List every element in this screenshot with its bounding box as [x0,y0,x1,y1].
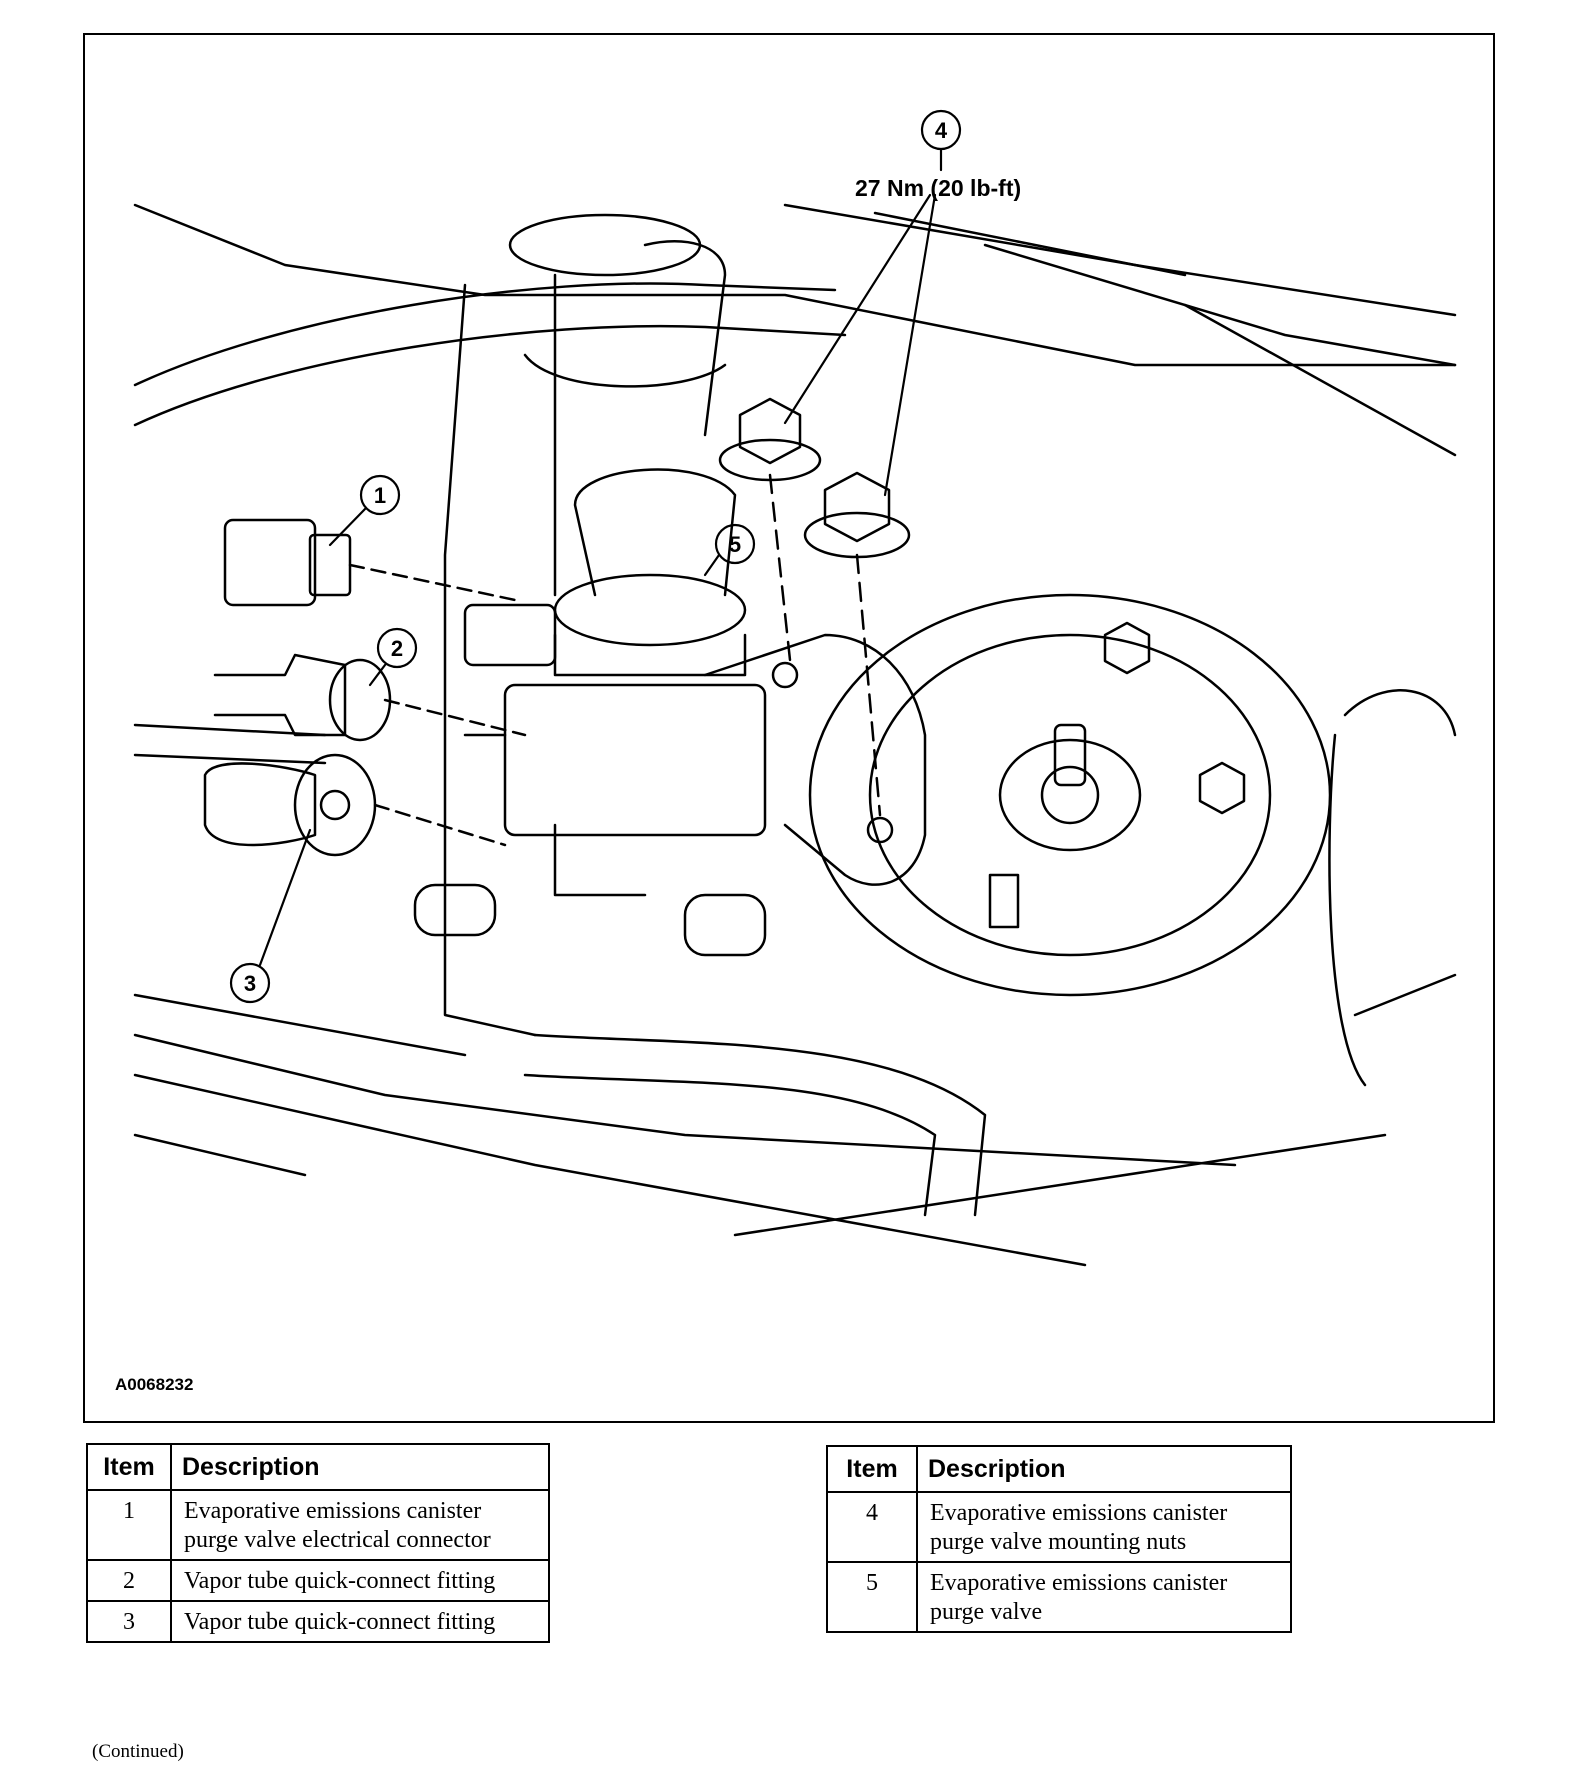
item-number: 5 [826,1561,918,1633]
callout-5-marker [714,523,756,565]
callout-1-number: 1 [374,483,386,508]
header-description: Description [170,1443,550,1491]
callout-3-marker [229,962,271,1004]
legend-header-row: Item Description [826,1445,1292,1493]
strut-tower [808,593,1332,997]
body-panels [133,203,1457,1267]
callout-4-number: 4 [935,118,948,143]
item-description: Evaporative emissions canister purge val… [916,1491,1292,1563]
electrical-connector-drawing [223,518,517,607]
callout-numbers: 1 2 3 4 5 [244,118,948,996]
table-row: 2 Vapor tube quick-connect fitting [86,1559,550,1602]
table-row: 4 Evaporative emissions canister purge v… [826,1491,1292,1563]
torque-spec-label: 27 Nm (20 lb-ft) [855,175,1022,201]
quick-connect-fittings-drawing [203,653,527,857]
callout-1-marker [359,474,401,516]
header-description: Description [916,1445,1292,1493]
item-number: 3 [86,1600,172,1643]
legend-table-left: Item Description 1 Evaporative emissions… [86,1443,550,1643]
item-number: 1 [86,1489,172,1561]
hoses [133,282,987,1217]
legend-header-row: Item Description [86,1443,550,1491]
continued-note: (Continued) [92,1741,184,1762]
item-description: Vapor tube quick-connect fitting [170,1559,550,1602]
callout-5-number: 5 [729,532,741,557]
item-description: Vapor tube quick-connect fitting [170,1600,550,1643]
callout-3-number: 3 [244,971,256,996]
item-description: Evaporative emissions canister purge val… [916,1561,1292,1633]
mounting-bracket-drawing [703,397,927,886]
table-row: 5 Evaporative emissions canister purge v… [826,1561,1292,1633]
item-number: 2 [86,1559,172,1602]
callout-2-marker [376,627,418,669]
callout-2-number: 2 [391,636,403,661]
engine-bay-illustration: 1 2 3 4 5 [133,109,1457,1267]
header-item: Item [826,1445,918,1493]
purge-valve-drawing [413,468,767,957]
item-description: Evaporative emissions canister purge val… [170,1489,550,1561]
table-row: 3 Vapor tube quick-connect fitting [86,1600,550,1643]
item-number: 4 [826,1491,918,1563]
table-row: 1 Evaporative emissions canister purge v… [86,1489,550,1561]
figure-frame: 1 2 3 4 5 27 Nm (20 lb-ft) A0068232 [83,33,1495,1423]
figure-id: A0068232 [115,1375,194,1394]
header-item: Item [86,1443,172,1491]
legend-table-right: Item Description 4 Evaporative emissions… [826,1445,1292,1633]
callout-markers [229,109,962,1004]
reservoir [443,213,727,1037]
